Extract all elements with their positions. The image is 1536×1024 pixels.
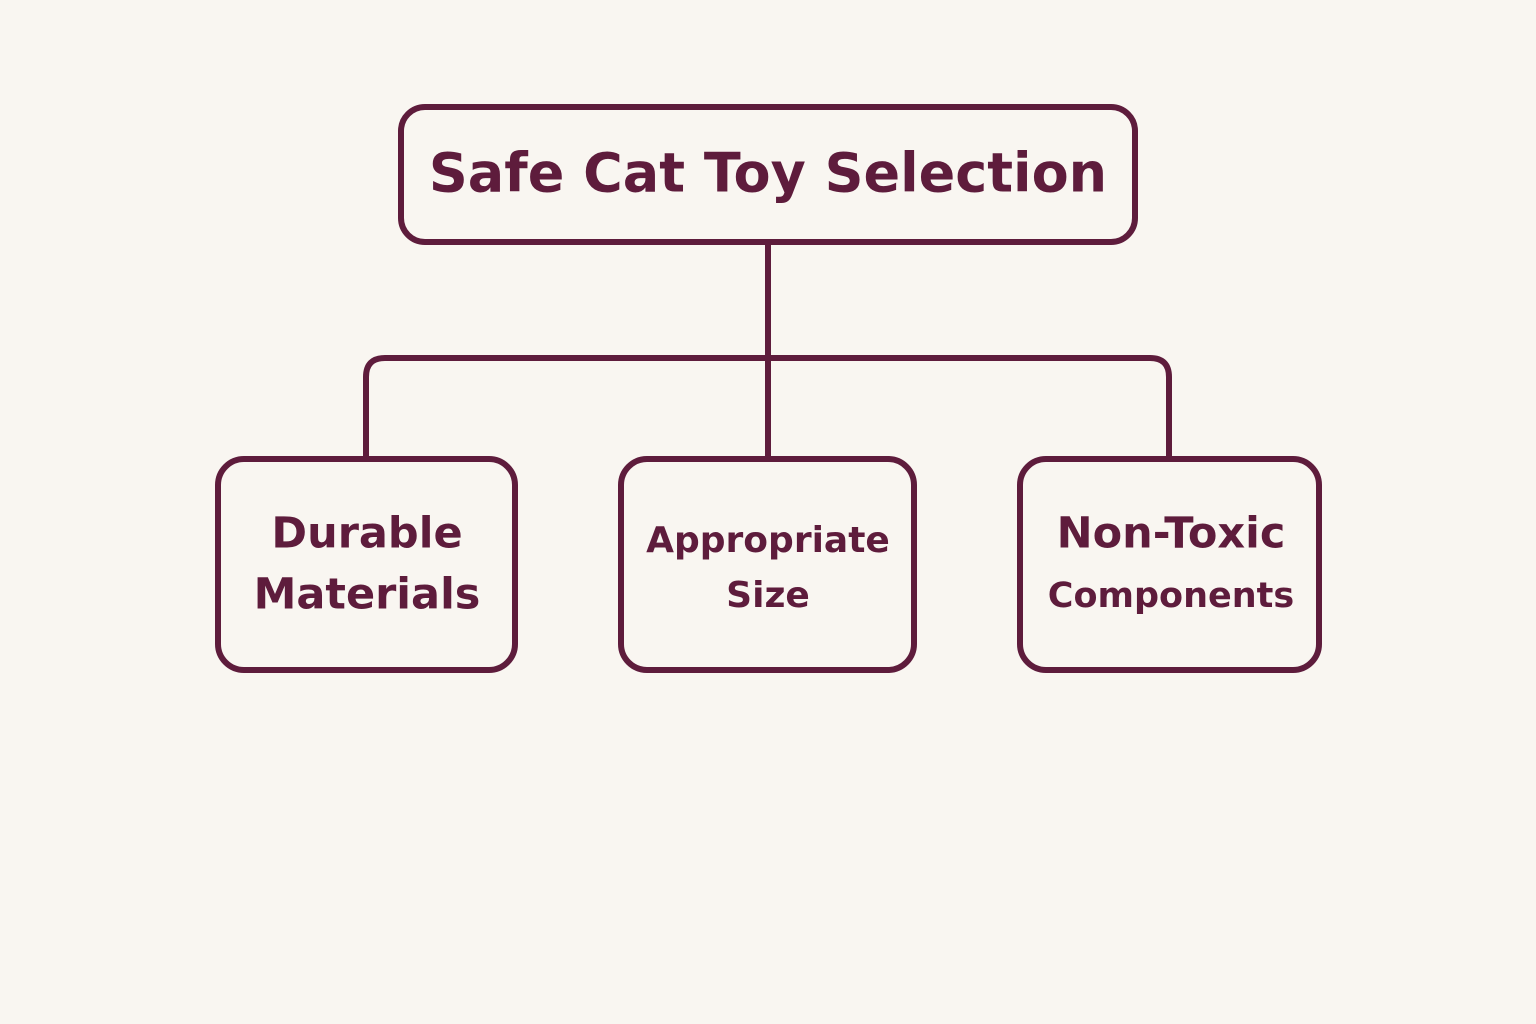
root-node-box <box>398 104 1138 245</box>
child-node-label-line2: Size <box>726 575 810 616</box>
connectors <box>363 240 1172 461</box>
child-node-box <box>1017 456 1322 673</box>
child-node-label-line1: Non-Toxic <box>1057 509 1286 559</box>
child-node-appropriate-size: Appropriate Size <box>618 456 917 673</box>
child-node-label-line2: Materials <box>254 570 481 620</box>
child-node-durable-materials: Durable Materials <box>215 456 518 673</box>
child-node-box <box>215 456 518 673</box>
child-node-label-line1: Appropriate <box>646 520 890 561</box>
root-node: Safe Cat Toy Selection <box>398 104 1138 245</box>
child-node-label-line2: Components <box>1048 576 1294 616</box>
child-node-box <box>618 456 917 673</box>
connector-branch-right <box>765 355 1172 461</box>
child-node-non-toxic-components: Non-Toxic Components <box>1017 456 1322 673</box>
child-node-label-line1: Durable <box>271 509 462 559</box>
root-node-label: Safe Cat Toy Selection <box>429 142 1107 205</box>
connector-branch-left <box>363 355 771 461</box>
